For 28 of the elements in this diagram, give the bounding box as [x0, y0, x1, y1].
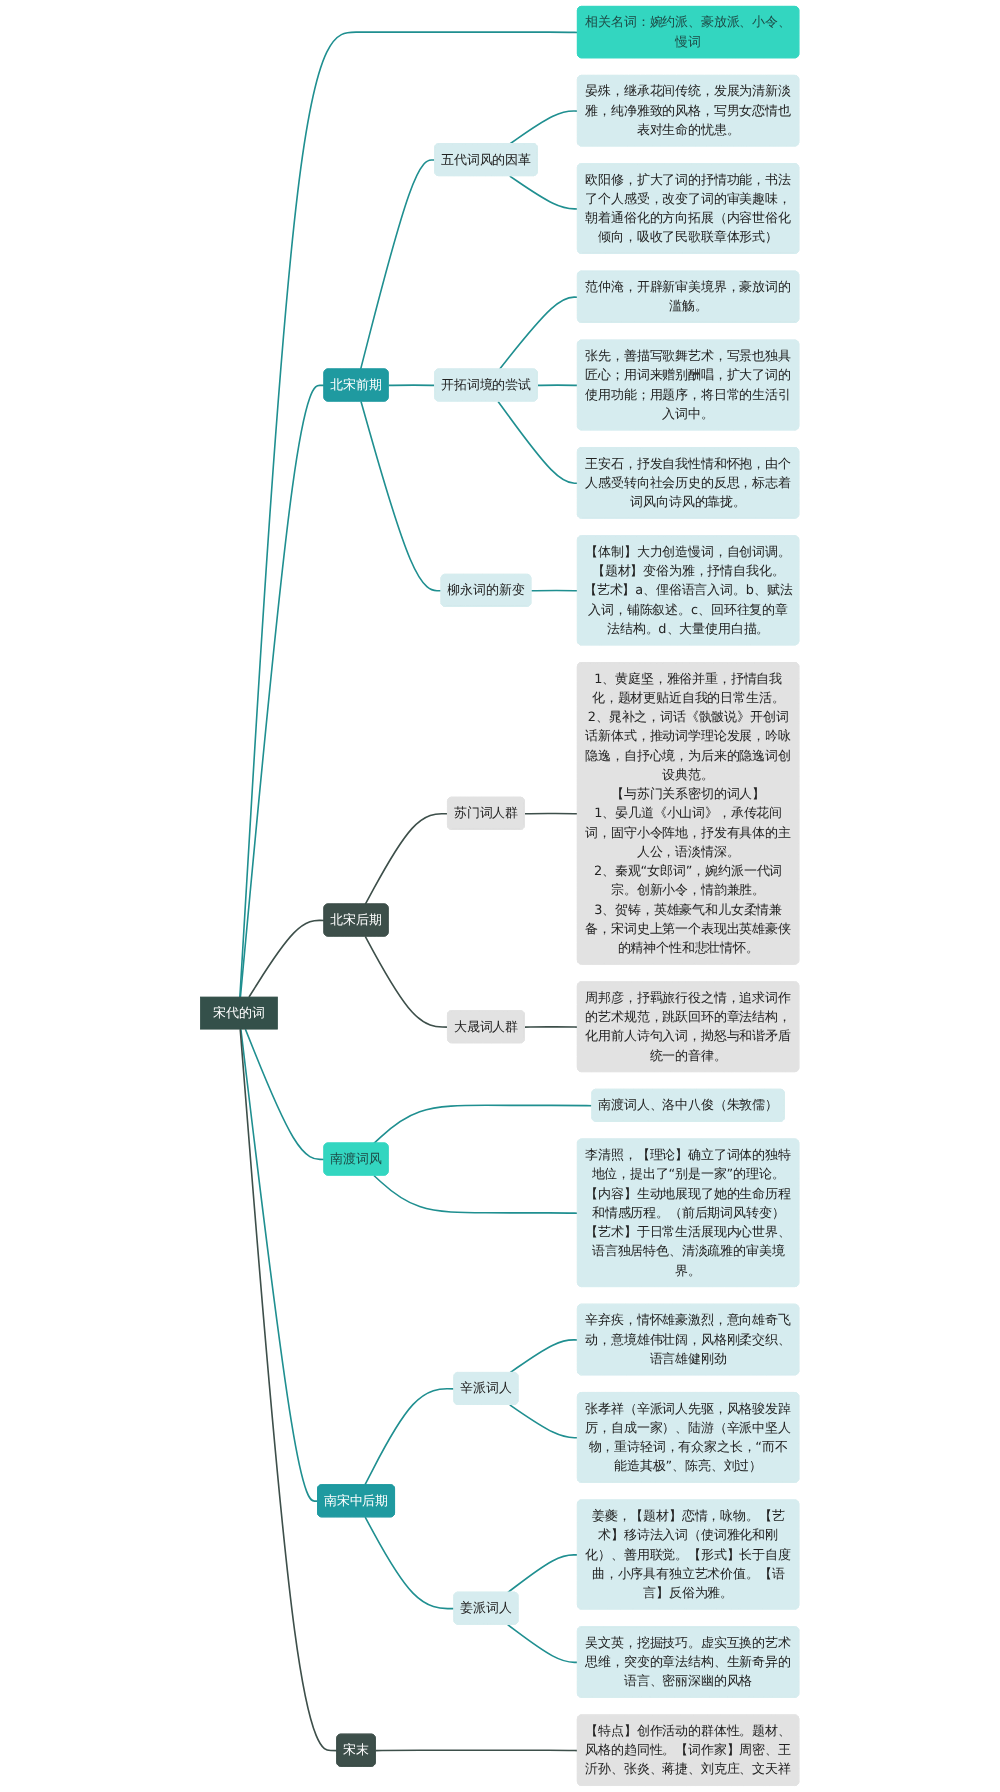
connector [364, 812, 450, 906]
connector [524, 1026, 579, 1028]
connector [498, 296, 579, 371]
connector [240, 1028, 320, 1502]
connector [524, 812, 579, 815]
connector [530, 589, 579, 592]
connector [364, 1516, 456, 1610]
connector [373, 1174, 579, 1215]
connector [497, 400, 579, 485]
connector [509, 175, 579, 210]
connector [373, 1104, 594, 1145]
connector [244, 1028, 326, 1161]
connector [364, 1388, 456, 1486]
connector [360, 159, 437, 371]
connector [239, 31, 579, 998]
connector [360, 400, 443, 592]
connector [240, 384, 326, 998]
connector [239, 1028, 339, 1752]
connector [248, 919, 326, 998]
connector [388, 384, 437, 387]
connector [509, 110, 579, 145]
connector [507, 1554, 579, 1594]
connector [507, 1623, 579, 1664]
connector [509, 1404, 579, 1439]
connector [537, 384, 579, 387]
connector [375, 1749, 579, 1752]
connector [509, 1339, 579, 1374]
connector [364, 935, 450, 1028]
